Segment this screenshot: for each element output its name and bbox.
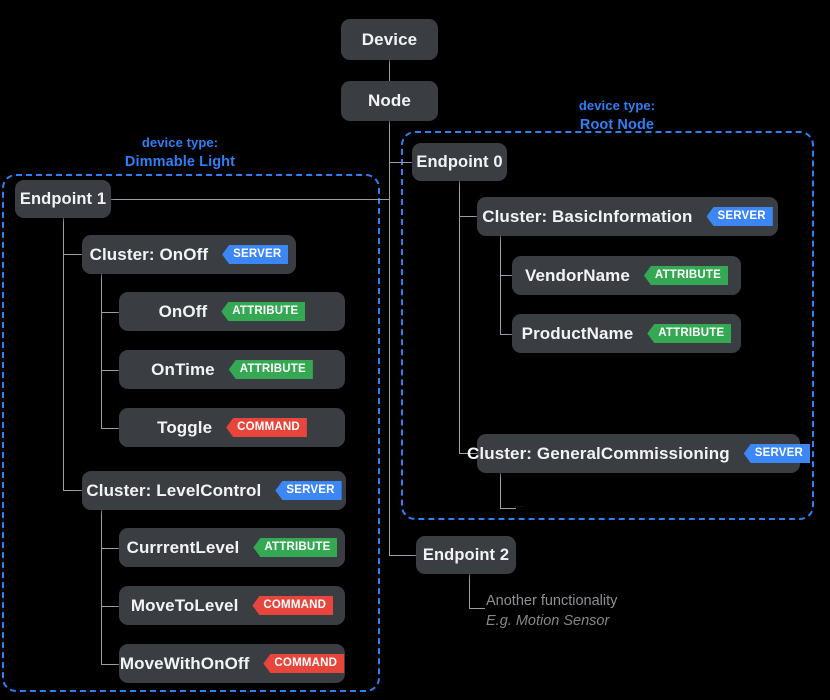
- element-onoff-label: OnOff: [158, 301, 208, 321]
- connector-endpoint-1-to-cluster-onoff: [63, 254, 82, 255]
- connector-endpoint-1-to-cluster-levelcontrol: [63, 490, 82, 491]
- element-onoff-badge-attribute: ATTRIBUTE: [221, 302, 306, 321]
- element-currrentlevel[interactable]: CurrrentLevel ATTRIBUTE: [119, 528, 345, 567]
- connector-cluster-levelcontrol-to-currrentlevel: [101, 548, 119, 549]
- connector-cluster-generalcommissioning-spine: [500, 471, 501, 508]
- device-type-group-dimmable-light: [2, 174, 380, 692]
- cluster-onoff-label: Cluster: OnOff: [89, 244, 209, 264]
- connector-cluster-basicinformation-to-productname: [500, 334, 515, 335]
- endpoint-2-note-line1: Another functionality: [486, 593, 618, 609]
- cluster-levelcontrol-badge-server: SERVER: [275, 481, 342, 500]
- cluster-levelcontrol-label: Cluster: LevelControl: [86, 480, 262, 500]
- element-movetolevel[interactable]: MoveToLevel COMMAND: [119, 586, 345, 625]
- element-ontime[interactable]: OnTime ATTRIBUTE: [119, 350, 345, 389]
- connector-endpoint-1-spine: [63, 217, 64, 490]
- element-movewithonoff-badge-command: COMMAND: [263, 654, 345, 673]
- device-type-label-root-node: device type: Root Node: [527, 97, 707, 135]
- cluster-basicinformation[interactable]: Cluster: BasicInformation SERVER: [477, 197, 778, 236]
- element-movewithonoff-label: MoveWithOnOff: [119, 653, 250, 673]
- element-ontime-label: OnTime: [151, 359, 215, 379]
- element-toggle[interactable]: Toggle COMMAND: [119, 408, 345, 447]
- element-productname-label: ProductName: [521, 323, 634, 343]
- connector-cluster-onoff-spine: [101, 272, 102, 428]
- cluster-basicinformation-label: Cluster: BasicInformation: [482, 206, 693, 226]
- connector-cluster-onoff-to-ontime: [101, 370, 119, 371]
- element-ontime-badge-attribute: ATTRIBUTE: [228, 360, 313, 379]
- device-type-prefix: device type:: [141, 135, 219, 150]
- endpoint-1-label: Endpoint 1: [19, 189, 107, 208]
- cluster-generalcommissioning-badge-server: SERVER: [743, 444, 810, 463]
- device-type-title: Root Node: [579, 116, 655, 133]
- connector-endpoint-2-to-note: [469, 608, 485, 609]
- element-toggle-label: Toggle: [157, 417, 213, 437]
- connector-cluster-basicinformation-spine: [500, 234, 501, 334]
- endpoint-2-note-line2: E.g. Motion Sensor: [486, 612, 610, 629]
- endpoint-2[interactable]: Endpoint 2: [416, 536, 516, 574]
- connector-endpoint-0-spine: [459, 180, 460, 454]
- connector-cluster-basicinformation-to-vendorname: [500, 275, 515, 276]
- connector-trunk-to-endpoint-0: [389, 162, 413, 163]
- connector-cluster-onoff-to-onoff: [101, 312, 119, 313]
- element-productname[interactable]: ProductName ATTRIBUTE: [512, 314, 741, 353]
- element-movetolevel-label: MoveToLevel: [130, 595, 239, 615]
- endpoint-0[interactable]: Endpoint 0: [412, 143, 507, 181]
- endpoint-1[interactable]: Endpoint 1: [15, 180, 111, 218]
- element-movetolevel-badge-command: COMMAND: [252, 596, 334, 615]
- element-toggle-badge-command: COMMAND: [226, 418, 307, 437]
- node-node-label: Node: [368, 91, 411, 110]
- cluster-onoff[interactable]: Cluster: OnOff SERVER: [82, 235, 296, 274]
- element-vendorname-label: VendorName: [524, 265, 630, 285]
- node-device[interactable]: Device: [341, 19, 438, 60]
- element-currrentlevel-label: CurrrentLevel: [126, 537, 240, 557]
- connector-cluster-generalcommissioning-to-more: [500, 508, 516, 509]
- node-device-label: Device: [361, 29, 418, 49]
- element-onoff[interactable]: OnOff ATTRIBUTE: [119, 292, 345, 331]
- device-type-prefix: device type:: [578, 98, 656, 113]
- element-productname-badge-attribute: ATTRIBUTE: [647, 324, 732, 343]
- element-movewithonoff[interactable]: MoveWithOnOff COMMAND: [119, 644, 345, 683]
- connector-trunk-to-endpoint-1: [111, 199, 390, 200]
- device-type-label-dimmable-light: device type: Dimmable Light: [90, 134, 270, 172]
- cluster-levelcontrol[interactable]: Cluster: LevelControl SERVER: [82, 471, 346, 510]
- connector-trunk-to-endpoint-2: [389, 555, 416, 556]
- connector-cluster-levelcontrol-spine: [101, 508, 102, 664]
- cluster-onoff-badge-server: SERVER: [222, 245, 289, 264]
- cluster-generalcommissioning[interactable]: Cluster: GeneralCommissioning SERVER: [467, 434, 810, 473]
- connector-cluster-levelcontrol-to-movetolevel: [101, 606, 119, 607]
- connector-cluster-onoff-to-toggle: [101, 428, 119, 429]
- node-node[interactable]: Node: [341, 81, 438, 121]
- endpoint-0-label: Endpoint 0: [416, 152, 503, 171]
- connector-device-to-node: [389, 59, 390, 82]
- element-currrentlevel-badge-attribute: ATTRIBUTE: [253, 538, 338, 557]
- endpoint-2-note: Another functionality E.g. Motion Sensor: [486, 592, 617, 631]
- cluster-generalcommissioning-label: Cluster: GeneralCommissioning: [467, 443, 730, 463]
- connector-endpoint-0-to-cluster-basicinformation: [459, 216, 477, 217]
- element-vendorname-badge-attribute: ATTRIBUTE: [643, 266, 729, 285]
- element-vendorname[interactable]: VendorName ATTRIBUTE: [512, 256, 741, 295]
- endpoint-2-label: Endpoint 2: [422, 545, 510, 564]
- general-commissioning-more-label: ...: [517, 502, 526, 509]
- connector-endpoint-2-spine: [469, 573, 470, 608]
- connector-node-trunk: [389, 120, 390, 556]
- cluster-basicinformation-badge-server: SERVER: [706, 207, 773, 226]
- device-type-group-root-node: [401, 131, 814, 520]
- connector-endpoint-0-to-cluster-generalcommissioning: [459, 453, 477, 454]
- device-type-title: Dimmable Light: [124, 153, 236, 170]
- connector-cluster-levelcontrol-to-movewithonoff: [101, 664, 119, 665]
